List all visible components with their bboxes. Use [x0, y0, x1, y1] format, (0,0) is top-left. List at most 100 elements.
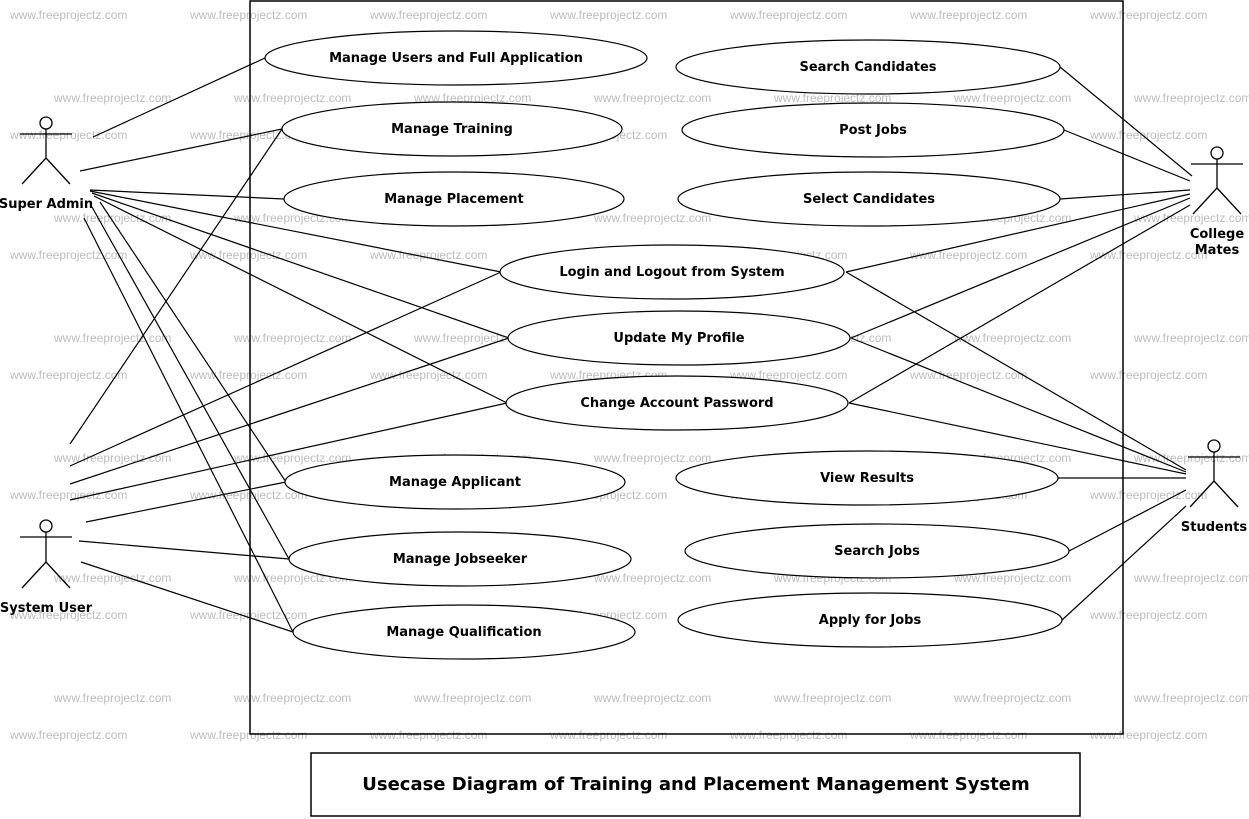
- watermark-text: www.freeprojectz.com: [413, 691, 531, 705]
- watermark-text: www.freeprojectz.com: [9, 728, 127, 742]
- association-line: [848, 402, 1187, 475]
- watermark-text: www.freeprojectz.com: [233, 91, 351, 105]
- watermark-text: www.freeprojectz.com: [593, 451, 711, 465]
- association-line: [850, 337, 1187, 473]
- actor-system-user: System User: [0, 519, 93, 616]
- watermark-text: www.freeprojectz.com: [9, 128, 127, 142]
- watermark-text: www.freeprojectz.com: [1089, 8, 1207, 22]
- association-line: [850, 197, 1191, 339]
- watermark-text: www.freeprojectz.com: [413, 331, 531, 345]
- actor-super-admin: Super Admin: [0, 116, 93, 212]
- watermark-text: www.freeprojectz.com: [9, 8, 127, 22]
- usecase-view-results: View Results: [675, 450, 1059, 506]
- watermark-text: www.freeprojectz.com: [233, 331, 351, 345]
- watermark-text: www.freeprojectz.com: [1089, 608, 1207, 622]
- watermark-text: www.freeprojectz.com: [53, 91, 171, 105]
- watermark-text: www.freeprojectz.com: [773, 691, 891, 705]
- usecase-manage-jobseeker: Manage Jobseeker: [288, 531, 632, 587]
- watermark-text: www.freeprojectz.com: [53, 691, 171, 705]
- watermark-text: www.freeprojectz.com: [593, 571, 711, 585]
- watermark-text: www.freeprojectz.com: [953, 571, 1071, 585]
- svg-text:Super Admin: Super Admin: [0, 197, 93, 212]
- svg-text:Manage Qualification: Manage Qualification: [386, 625, 541, 640]
- watermark-text: www.freeprojectz.com: [1089, 368, 1207, 382]
- svg-text:Mates: Mates: [1195, 243, 1240, 258]
- watermark-text: www.freeprojectz.com: [549, 728, 667, 742]
- association-line: [1059, 189, 1191, 200]
- watermark-text: www.freeprojectz.com: [189, 8, 307, 22]
- association-line: [80, 561, 294, 633]
- watermark-text: www.freeprojectz.com: [9, 608, 127, 622]
- svg-text:View Results: View Results: [820, 471, 914, 486]
- svg-text:Manage Placement: Manage Placement: [384, 192, 524, 207]
- watermark-text: www.freeprojectz.com: [9, 488, 127, 502]
- usecase-change-password: Change Account Password: [505, 375, 849, 431]
- watermark-text: www.freeprojectz.com: [593, 91, 711, 105]
- usecase-search-jobs: Search Jobs: [684, 523, 1070, 579]
- watermark-text: www.freeprojectz.com: [909, 368, 1027, 382]
- watermark-text: www.freeprojectz.com: [909, 8, 1027, 22]
- svg-text:Manage Users and Full Applicat: Manage Users and Full Application: [329, 51, 583, 66]
- svg-text:Login and Logout from System: Login and Logout from System: [559, 265, 784, 280]
- watermark-text: www.freeprojectz.com: [953, 331, 1071, 345]
- watermark-text: www.freeprojectz.com: [189, 128, 307, 142]
- association-line: [845, 271, 1187, 471]
- watermark-text: www.freeprojectz.com: [53, 571, 171, 585]
- svg-text:Search Jobs: Search Jobs: [834, 544, 920, 559]
- watermark-text: www.freeprojectz.com: [729, 368, 847, 382]
- association-line: [845, 193, 1191, 273]
- svg-text:Update My Profile: Update My Profile: [613, 331, 744, 346]
- actor-head: [39, 519, 53, 533]
- watermark-text: www.freeprojectz.com: [189, 728, 307, 742]
- association-line: [91, 206, 290, 560]
- watermark-text: www.freeprojectz.com: [593, 211, 711, 225]
- usecase-post-jobs: Post Jobs: [681, 102, 1065, 158]
- watermark-text: www.freeprojectz.com: [9, 368, 127, 382]
- watermark-text: www.freeprojectz.com: [53, 331, 171, 345]
- svg-text:Post Jobs: Post Jobs: [839, 123, 907, 138]
- associations: [69, 57, 1193, 633]
- watermark-text: www.freeprojectz.com: [953, 91, 1071, 105]
- association-line: [1068, 489, 1187, 552]
- actor-college-mates: College Mates: [1190, 146, 1244, 258]
- usecase-apply-for-jobs: Apply for Jobs: [677, 592, 1063, 648]
- actor-head: [1207, 439, 1221, 453]
- usecase-manage-training: Manage Training: [281, 101, 623, 157]
- actor-head: [39, 116, 53, 130]
- association-line: [92, 57, 266, 138]
- watermark-text: www.freeprojectz.com: [9, 248, 127, 262]
- watermark-text: www.freeprojectz.com: [1133, 571, 1249, 585]
- use-cases: Manage Users and Full Application Manage…: [264, 30, 1070, 660]
- watermark-text: www.freeprojectz.com: [549, 8, 667, 22]
- svg-text:System User: System User: [0, 601, 93, 616]
- association-line: [69, 271, 502, 467]
- association-line: [93, 195, 508, 404]
- association-line: [78, 540, 290, 560]
- watermark-text: www.freeprojectz.com: [189, 608, 307, 622]
- diagram-title-box: Usecase Diagram of Training and Placemen…: [310, 752, 1081, 817]
- watermark-text: www.freeprojectz.com: [1089, 248, 1207, 262]
- association-line: [1059, 66, 1193, 177]
- watermark-text: www.freeprojectz.com: [233, 451, 351, 465]
- actor-head: [1210, 146, 1224, 160]
- watermark-text: www.freeprojectz.com: [189, 368, 307, 382]
- watermark-text: www.freeprojectz.com: [1089, 728, 1207, 742]
- watermark-text: www.freeprojectz.com: [1133, 451, 1249, 465]
- watermark-text: www.freeprojectz.com: [909, 728, 1027, 742]
- usecase-manage-applicant: Manage Applicant: [284, 454, 626, 510]
- watermark-text: www.freeprojectz.com: [953, 691, 1071, 705]
- association-line: [99, 201, 287, 483]
- usecase-login-logout: Login and Logout from System: [499, 244, 845, 300]
- usecase-select-candidates: Select Candidates: [677, 171, 1061, 227]
- watermark-text: www.freeprojectz.com: [233, 691, 351, 705]
- association-line: [848, 204, 1191, 404]
- usecase-search-candidates: Search Candidates: [675, 39, 1061, 95]
- watermark-text: www.freeprojectz.com: [729, 8, 847, 22]
- svg-text:Manage Training: Manage Training: [391, 122, 513, 137]
- usecase-manage-users: Manage Users and Full Application: [264, 30, 648, 86]
- svg-text:Search Candidates: Search Candidates: [799, 60, 936, 75]
- svg-text:Manage Jobseeker: Manage Jobseeker: [393, 552, 528, 567]
- association-line: [69, 128, 283, 445]
- watermark-text: www.freeprojectz.com: [369, 368, 487, 382]
